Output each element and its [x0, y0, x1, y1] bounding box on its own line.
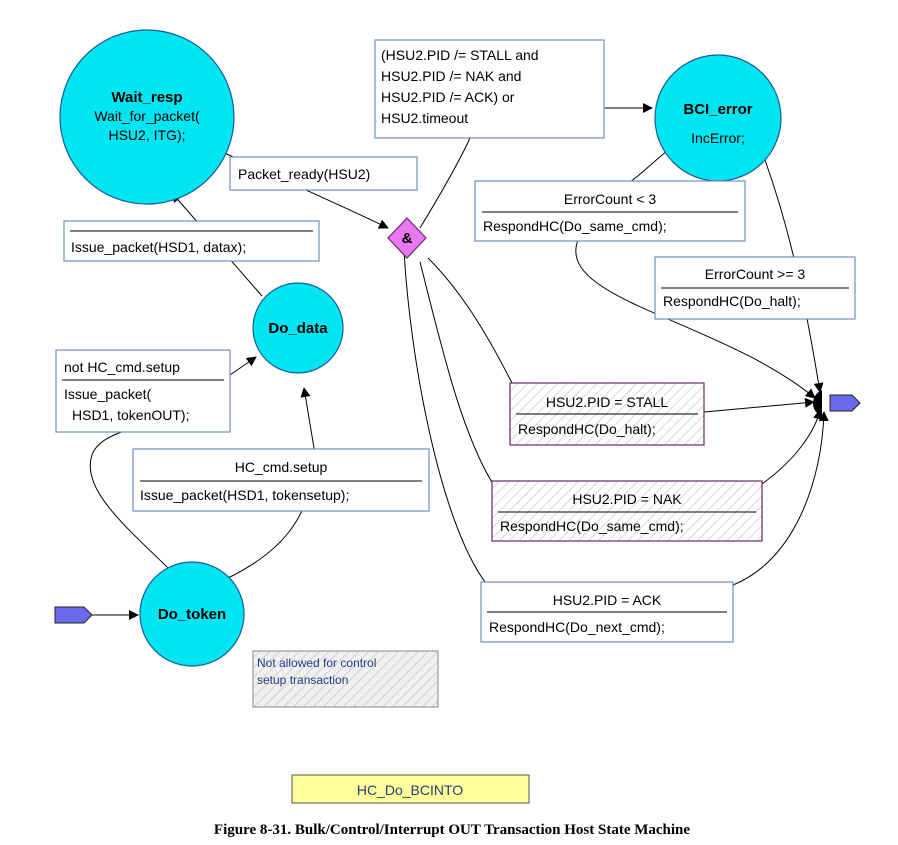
- cond-err-ge3-guard: ErrorCount >= 3: [705, 266, 806, 282]
- cond-nak: HSU2.PID = NAK RespondHC(Do_same_cmd);: [491, 480, 763, 542]
- cond-err-ge3: ErrorCount >= 3 RespondHC(Do_halt);: [654, 256, 856, 320]
- state-wait-resp: Wait_resp Wait_for_packet( HSU2, ITG);: [59, 29, 235, 205]
- note-line-2: setup transaction: [257, 673, 348, 687]
- wait-resp-action-1: Wait_for_packet(: [94, 108, 200, 124]
- cond-stall: HSU2.PID = STALL RespondHC(Do_halt);: [509, 382, 705, 446]
- cond-not-setup-action-1: Issue_packet(: [64, 386, 151, 402]
- cond-error-line-3: HSU2.PID /= ACK) or: [381, 89, 515, 105]
- junction-and: &: [387, 217, 427, 259]
- cond-setup-box: [132, 448, 430, 512]
- action-issue-datax-text: Issue_packet(HSD1, datax);: [71, 239, 246, 255]
- note-not-allowed: Not allowed for control setup transactio…: [252, 650, 439, 708]
- edge-junction-nak-a: [419, 261, 494, 485]
- wait-resp-circle: [59, 29, 235, 205]
- edge-junction-nak-b: [761, 409, 823, 485]
- cond-packet-ready-text: Packet_ready(HSU2): [238, 166, 370, 182]
- cond-nak-action: RespondHC(Do_same_cmd);: [500, 518, 684, 534]
- cond-error-line-1: (HSU2.PID /= STALL and: [381, 47, 539, 63]
- machine-name-label: HC_Do_BCINTO: [291, 774, 530, 804]
- wait-resp-action-2: HSU2, ITG);: [108, 127, 185, 143]
- cond-packet-ready-box: [229, 156, 418, 191]
- cond-stall-action: RespondHC(Do_halt);: [518, 421, 656, 437]
- exit-junction: [813, 390, 861, 416]
- edge-bcierror-lt3-a: [629, 149, 669, 183]
- edge-token-to-data-notsetup-b: [229, 356, 257, 376]
- figure-caption: Figure 8-31. Bulk/Control/Interrupt OUT …: [214, 822, 690, 838]
- cond-err-ge3-action: RespondHC(Do_halt);: [663, 293, 801, 309]
- cond-stall-guard: HSU2.PID = STALL: [546, 394, 669, 410]
- junction-label: &: [402, 230, 413, 247]
- bci-error-circle: [654, 54, 782, 182]
- cond-setup-action: Issue_packet(HSD1, tokensetup);: [140, 487, 349, 503]
- bci-error-name: BCI_error: [683, 101, 752, 118]
- junction-diamond: [387, 217, 427, 259]
- cond-ack-action: RespondHC(Do_next_cmd);: [489, 619, 665, 635]
- cond-not-setup-guard: not HC_cmd.setup: [64, 359, 180, 375]
- cond-nak-guard: HSU2.PID = NAK: [572, 491, 682, 507]
- cond-error-line-2: HSU2.PID /= NAK and: [381, 68, 521, 84]
- exit-port-icon: [829, 394, 861, 412]
- state-do-token: Do_token: [139, 561, 245, 667]
- action-issue-datax: Issue_packet(HSD1, datax);: [63, 220, 320, 262]
- edge-junction-ack-a: [403, 249, 486, 583]
- cond-err-lt3-action: RespondHC(Do_same_cmd);: [483, 218, 667, 234]
- do-token-circle: [139, 561, 245, 667]
- note-box: [252, 650, 439, 708]
- bci-error-action: IncError;: [691, 130, 745, 146]
- cond-err-lt3-guard: ErrorCount < 3: [564, 191, 656, 207]
- edge-junction-to-errcond: [419, 137, 471, 229]
- cond-err-lt3: ErrorCount < 3 RespondHC(Do_same_cmd);: [474, 180, 746, 242]
- cond-not-setup: not HC_cmd.setup Issue_packet( HSD1, tok…: [55, 349, 231, 433]
- cond-ack-guard: HSU2.PID = ACK: [553, 592, 662, 608]
- state-bci-error: BCI_error IncError;: [654, 54, 782, 182]
- wait-resp-name: Wait_resp: [111, 89, 182, 106]
- cond-packet-ready: Packet_ready(HSU2): [229, 156, 418, 191]
- cond-error-check-box: [374, 39, 605, 139]
- action-issue-datax-box: [63, 220, 320, 262]
- machine-name-text: HC_Do_BCINTO: [357, 782, 463, 798]
- cond-not-setup-box: [55, 349, 231, 433]
- cond-error-line-4: HSU2.timeout: [381, 110, 468, 126]
- edge-junction-stall-b: [703, 397, 815, 413]
- cond-error-check: (HSU2.PID /= STALL and HSU2.PID /= NAK a…: [374, 39, 605, 139]
- exit-merge-bar-icon: [813, 390, 822, 416]
- cond-setup: HC_cmd.setup Issue_packet(HSD1, tokenset…: [132, 448, 430, 512]
- edge-bcierror-lt3-b: [575, 239, 816, 399]
- cond-nak-box: [491, 480, 763, 542]
- cond-ack: HSU2.PID = ACK RespondHC(Do_next_cmd);: [480, 581, 734, 643]
- entry-port-icon: [54, 606, 93, 624]
- state-do-data: Do_data: [252, 282, 344, 374]
- do-token-name: Do_token: [158, 606, 226, 623]
- do-data-circle: [252, 282, 344, 374]
- cond-setup-guard: HC_cmd.setup: [235, 459, 328, 475]
- edge-junction-stall-a: [427, 257, 513, 384]
- cond-not-setup-action-2: HSD1, tokenOUT);: [72, 407, 189, 423]
- do-data-name: Do_data: [268, 320, 328, 337]
- cond-err-lt3-box: [474, 180, 746, 242]
- note-line-1: Not allowed for control: [257, 656, 376, 670]
- machine-name-box: [291, 774, 530, 804]
- edge-junction-ack-b: [732, 411, 829, 586]
